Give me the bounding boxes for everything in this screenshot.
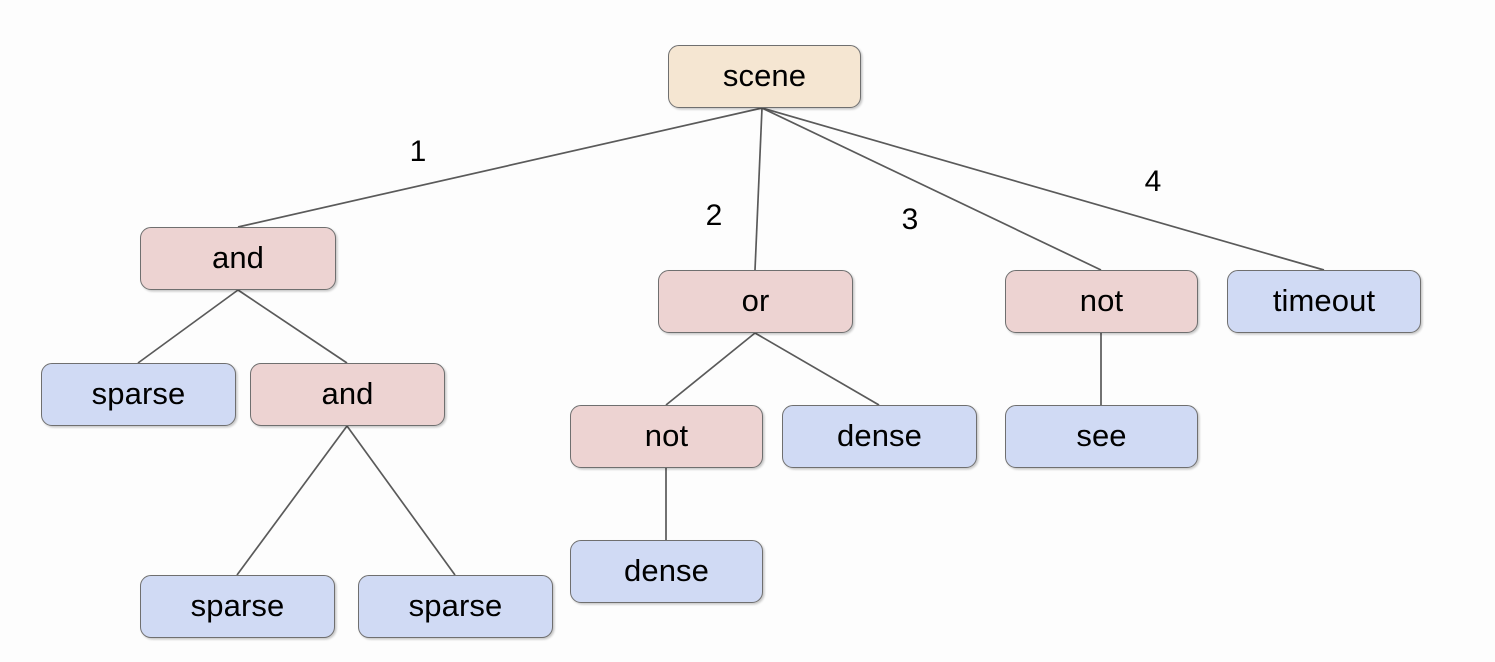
tree-node-sparse3[interactable]: sparse: [358, 575, 553, 638]
tree-node-scene[interactable]: scene: [668, 45, 861, 108]
tree-edge-and2-to-sparse3: [346, 425, 456, 576]
tree-node-label: scene: [722, 58, 807, 93]
tree-node-not2[interactable]: not: [1005, 270, 1198, 333]
tree-edge-or1-to-dense1: [754, 332, 880, 406]
edge-label-3: 3: [901, 203, 919, 236]
tree-node-label: not: [1079, 283, 1124, 318]
tree-node-label: timeout: [1272, 283, 1376, 318]
tree-node-not1[interactable]: not: [570, 405, 763, 468]
edge-label-2: 2: [705, 199, 723, 232]
tree-node-timeout1[interactable]: timeout: [1227, 270, 1421, 333]
tree-node-label: dense: [837, 418, 922, 453]
edge-label-4: 4: [1144, 165, 1162, 198]
tree-node-or1[interactable]: or: [658, 270, 853, 333]
tree-edge-or1-to-not1: [665, 332, 756, 406]
tree-node-label: and: [211, 240, 265, 275]
tree-node-label: see: [1076, 418, 1127, 453]
tree-node-and1[interactable]: and: [140, 227, 336, 290]
tree-edge-scene-to-not2: [761, 107, 1102, 271]
tree-node-label: not: [644, 418, 689, 453]
tree-node-see1[interactable]: see: [1005, 405, 1198, 468]
tree-edge-and2-to-sparse2: [236, 425, 348, 576]
edge-label-1: 1: [409, 135, 427, 168]
tree-node-label: sparse: [91, 376, 186, 411]
tree-edge-scene-to-timeout1: [761, 107, 1325, 271]
tree-node-sparse1[interactable]: sparse: [41, 363, 236, 426]
tree-node-label: dense: [624, 553, 709, 588]
tree-node-label: sparse: [408, 588, 503, 623]
tree-node-dense2[interactable]: dense: [570, 540, 763, 603]
tree-edge-scene-to-or1: [754, 107, 763, 271]
tree-edge-scene-to-and1: [237, 107, 763, 228]
tree-node-label: sparse: [190, 588, 285, 623]
tree-node-sparse2[interactable]: sparse: [140, 575, 335, 638]
tree-edge-and1-to-sparse1: [137, 289, 239, 364]
tree-node-dense1[interactable]: dense: [782, 405, 977, 468]
tree-node-and2[interactable]: and: [250, 363, 445, 426]
tree-node-label: and: [321, 376, 374, 411]
tree-edge-and1-to-and2: [237, 289, 348, 364]
tree-node-label: or: [741, 283, 770, 318]
